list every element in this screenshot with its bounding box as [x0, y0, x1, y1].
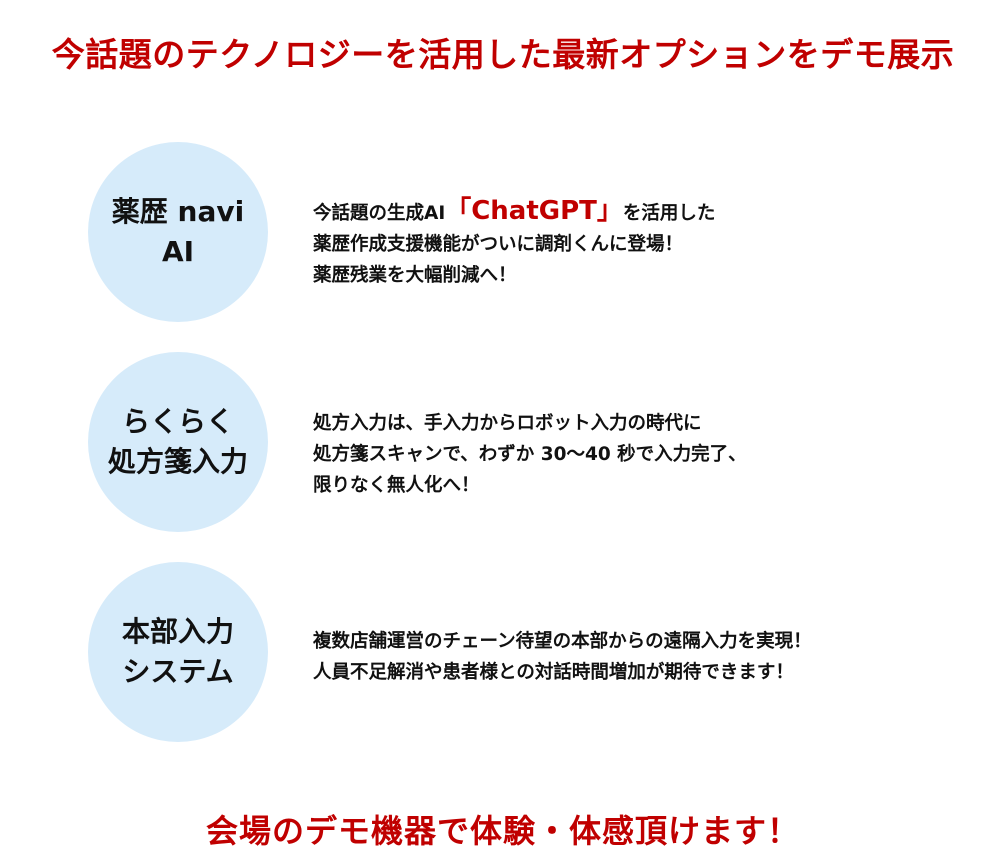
feature-title-line: 処方箋入力 — [107, 445, 248, 478]
description-text: 今話題の生成AI — [313, 203, 446, 224]
description-line: 処方入力は、手入力からロボット入力の時代に — [313, 413, 702, 434]
description-line: 限りなく無人化へ！ — [313, 475, 480, 496]
feature-headquarters-input-system: 本部入力 システム 複数店舗運営のチェーン待望の本部からの遠隔入力を実現！ 人員… — [0, 562, 1006, 742]
page-headline: 今話題のテクノロジーを活用した最新オプションをデモ展示 — [51, 35, 955, 74]
feature-circle: 本部入力 システム — [88, 562, 268, 742]
feature-title-line: 本部入力 — [121, 615, 234, 648]
feature-title-line: らくらく — [121, 405, 234, 438]
description-line: 薬歴残業を大幅削減へ！ — [313, 265, 517, 286]
description-line: 今話題の生成AI「ChatGPT」を活用した — [313, 196, 715, 229]
description-line: 複数店舗運営のチェーン待望の本部からの遠隔入力を実現！ — [313, 631, 812, 652]
feature-circle: らくらく 処方箋入力 — [88, 352, 268, 532]
call-to-action: 会場のデモ機器で体験・体感頂けます！ — [205, 812, 800, 850]
feature-title-line: AI — [161, 235, 195, 268]
feature-description: 今話題の生成AI「ChatGPT」を活用した 薬歴作成支援機能がついに調剤くんに… — [313, 196, 715, 291]
feature-description: 複数店舗運営のチェーン待望の本部からの遠隔入力を実現！ 人員不足解消や患者様との… — [313, 626, 812, 688]
description-line: 人員不足解消や患者様との対話時間増加が期待できます！ — [313, 662, 794, 683]
feature-yakureki-navi-ai: 薬歴 navi AI 今話題の生成AI「ChatGPT」を活用した 薬歴作成支援… — [0, 142, 1006, 322]
feature-description: 処方入力は、手入力からロボット入力の時代に 処方箋スキャンで、わずか 30～40… — [313, 408, 747, 501]
description-line: 処方箋スキャンで、わずか 30～40 秒で入力完了、 — [313, 444, 747, 465]
description-line: 薬歴作成支援機能がついに調剤くんに登場！ — [313, 234, 684, 255]
feature-rakuraku-prescription-input: らくらく 処方箋入力 処方入力は、手入力からロボット入力の時代に 処方箋スキャン… — [0, 352, 1006, 532]
feature-title-line: システム — [122, 655, 234, 688]
feature-circle: 薬歴 navi AI — [88, 142, 268, 322]
chatgpt-highlight: 「ChatGPT」 — [445, 196, 623, 226]
feature-title-line: 薬歴 navi — [111, 195, 245, 228]
description-text: を活用した — [622, 203, 716, 224]
